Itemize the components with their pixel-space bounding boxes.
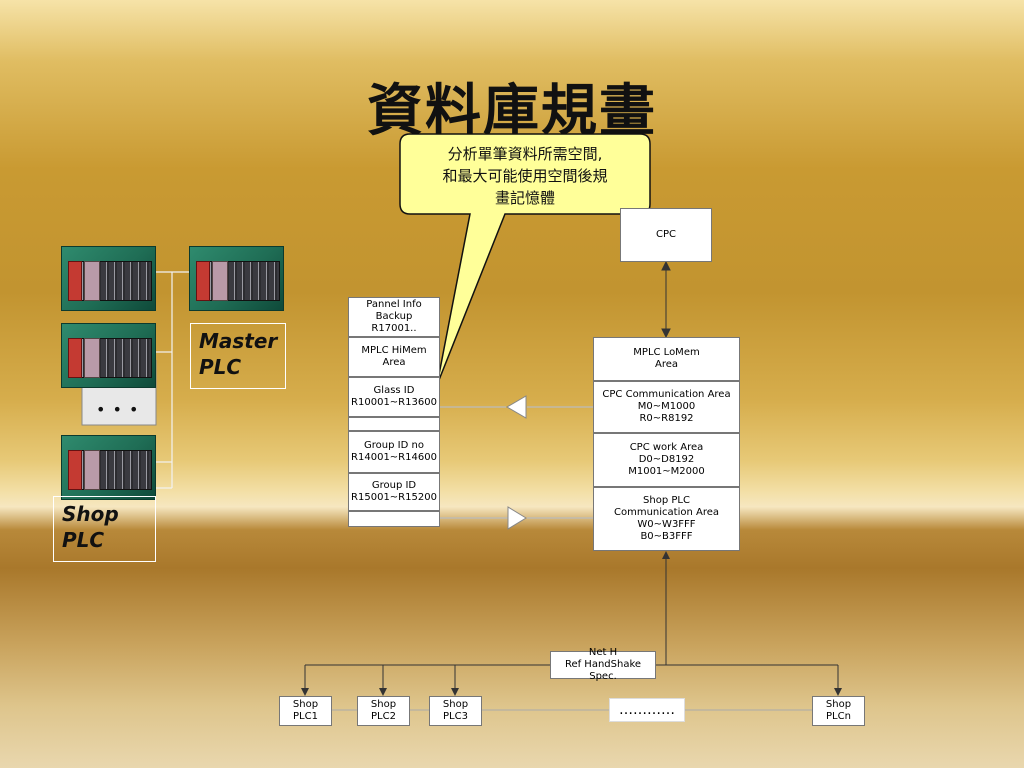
memory-block-pannel-info: Pannel Info Backup R17001.. (348, 297, 440, 337)
plc-rack-image-3 (61, 435, 156, 500)
plc-rack-image-master (189, 246, 284, 311)
memory-block-spacer-1 (348, 417, 440, 431)
callout-shape (399, 133, 651, 386)
shop-plc-label: Shop PLC (53, 496, 156, 562)
arrow-left-icon (506, 395, 527, 419)
arrow-right-icon (507, 506, 527, 530)
plc-tree-lines (156, 271, 190, 489)
slide-title: 資料庫規畫 (367, 79, 657, 144)
memory-block-himem: MPLC HiMem Area (348, 337, 440, 377)
shop-plc-box-3: Shop PLC3 (429, 696, 482, 726)
plc-rack-image-2 (61, 323, 156, 388)
master-plc-label: Master PLC (190, 323, 286, 389)
plc-rack-image-1 (61, 246, 156, 311)
memory-block-cpc-comm: CPC Communication Area M0~M1000 R0~R8192 (593, 381, 740, 433)
memory-block-cpc-work: CPC work Area D0~D8192 M1001~M2000 (593, 433, 740, 487)
cpc-box: CPC (620, 208, 712, 262)
shop-plc-box-2: Shop PLC2 (357, 696, 410, 726)
memory-block-group-id: Group ID R15001~R15200 (348, 473, 440, 511)
network-ellipsis: ………… (609, 698, 685, 722)
memory-block-spacer-2 (348, 511, 440, 527)
network-label: Net H Ref HandShake Spec. (550, 647, 656, 682)
ellipsis-dots: • • • (96, 400, 140, 419)
memory-block-shop-comm: Shop PLC Communication Area W0~W3FFF B0~… (593, 487, 740, 551)
memory-block-lomem: MPLC LoMem Area (593, 337, 740, 381)
shop-plc-box-1: Shop PLC1 (279, 696, 332, 726)
memory-block-group-id-no: Group ID no R14001~R14600 (348, 431, 440, 473)
callout-text: 分析單筆資料所需空間, 和最大可能使用空間後規 畫記憶體 (442, 145, 608, 207)
memory-block-glass-id: Glass ID R10001~R13600 (348, 377, 440, 417)
shop-plc-box-n: Shop PLCn (812, 696, 865, 726)
